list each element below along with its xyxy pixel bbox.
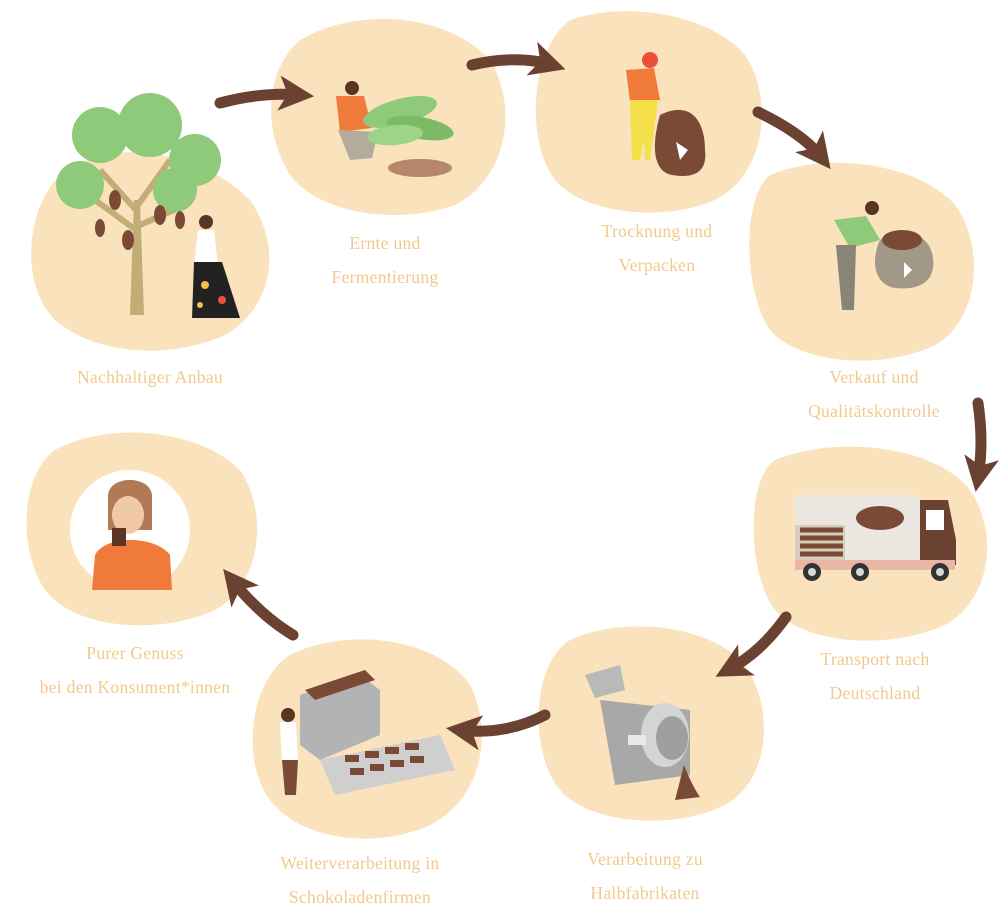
arrow-ernte-to-trocknung [466,41,566,76]
step-trocknung-line-1: Trocknung und [601,221,713,241]
arrow-anbau-to-ernte [214,75,315,111]
step-label-weiter: Weiterverarbeitung in Schokoladenfirmen [250,846,470,914]
step-verarbeitung-line-2: Halbfabrikaten [590,883,700,903]
bean-inspector-icon [834,201,934,310]
delivery-truck-icon [795,495,956,581]
step-weiter-line-1: Weiterverarbeitung in [280,853,440,873]
harvest-leaves-icon [336,81,454,177]
step-transport-line-2: Deutschland [829,683,921,703]
step-verarbeitung-line-1: Verarbeitung zu [587,849,703,869]
step-weiter-line-2: Schokoladenfirmen [288,887,432,907]
consumer-eating-icon [70,470,190,590]
cocoa-tree-farmer-icon [56,93,240,318]
processing-machine-icon [585,665,700,800]
arrow-verkauf-to-transport [964,397,999,492]
arrow-verarbeitung-to-weiter [446,709,551,751]
step-genuss-line-1: Purer Genuss [86,643,184,663]
blob-verkauf [749,162,974,361]
chocolate-factory-icon [280,670,455,795]
step-trocknung-line-2: Verpacken [618,255,696,275]
step-label-ernte: Ernte und Fermentierung [300,226,470,294]
step-genuss-line-2: bei den Konsument*innen [39,677,231,697]
step-label-trocknung: Trocknung und Verpacken [572,214,742,282]
step-label-verarbeitung: Verarbeitung zu Halbfabrikaten [560,842,730,910]
arrow-trocknung-to-verkauf [752,106,831,170]
step-transport-line-1: Transport nach [820,649,930,669]
step-label-anbau: Nachhaltiger Anbau [30,360,270,394]
arrow-transport-to-verarbeitung [715,611,792,677]
step-verkauf-line-2: Qualitätskontrolle [808,401,940,421]
step-label-verkauf: Verkauf und Qualitätskontrolle [784,360,964,428]
step-label-genuss: Purer Genuss bei den Konsument*innen [10,636,260,704]
step-verkauf-line-1: Verkauf und [829,367,919,387]
step-ernte-line-1: Ernte und [349,233,421,253]
arrow-weiter-to-genuss [223,569,299,641]
step-label-transport: Transport nach Deutschland [790,642,960,710]
sack-carrier-icon [626,52,706,176]
step-ernte-line-2: Fermentierung [331,267,439,287]
step-anbau-line-1: Nachhaltiger Anbau [77,367,223,387]
